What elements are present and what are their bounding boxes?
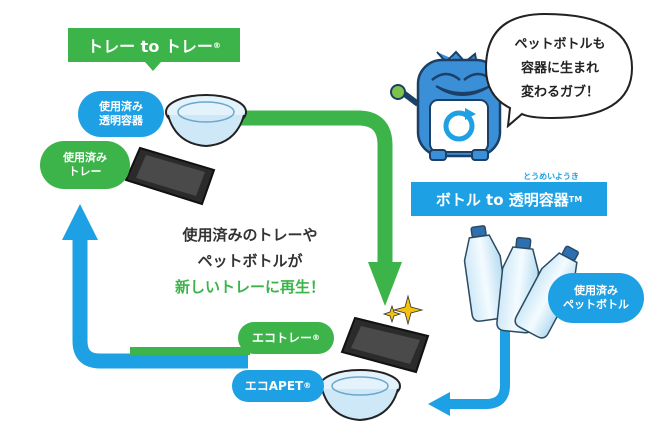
eco-tray-reg-mark: ® — [312, 333, 320, 342]
used-clear-container-label: 使用済み 透明容器 — [78, 91, 164, 137]
used-pet-bottle-label: 使用済み ペットボトル — [548, 273, 644, 323]
tray-to-tray-title: トレー to トレー® — [68, 28, 240, 62]
center-line-2: ペットボトルが — [197, 252, 303, 270]
used-tray-label: 使用済み トレー — [40, 141, 130, 189]
eco-apet-label: エコAPET® — [232, 370, 324, 402]
speech-line-3: 変わるガブ！ — [521, 84, 599, 100]
pet-bottles-icon — [463, 225, 579, 339]
eco-apet-container-icon — [319, 369, 401, 422]
center-line-3: 新しいトレーに再生！ — [174, 278, 325, 296]
bottle-to-container-main: 透明容器 — [508, 190, 569, 209]
speech-line-2: 容器に生まれ — [520, 60, 599, 76]
bottle-to-container-prefix: ボトル to — [435, 190, 509, 209]
bottle-return-arrowhead — [428, 392, 450, 416]
trademark-mark: TM — [568, 194, 583, 204]
bottle-to-container-ruby: とうめいようき — [523, 172, 579, 181]
blue-arrowhead — [62, 204, 98, 240]
eco-tray-icon — [340, 316, 430, 374]
bottle-return-arrow — [446, 325, 510, 409]
speech-line-1: ペットボトルも — [514, 36, 605, 52]
center-line-1: 使用済みのトレーや — [182, 226, 318, 244]
green-loop-arrow — [230, 110, 393, 268]
blue-loop-arrow — [72, 236, 248, 369]
sparkle-icon — [382, 294, 424, 326]
eco-tray-label: エコトレー® — [238, 322, 334, 354]
eco-apet-reg-mark: ® — [303, 381, 312, 390]
registered-mark: ® — [212, 40, 221, 50]
eco-apet-label-text: エコAPET — [244, 378, 304, 393]
tray-title-pointer — [145, 62, 161, 71]
tray-to-tray-title-text: トレー to トレー — [87, 37, 213, 56]
mascot-character-icon — [390, 50, 520, 161]
used-clear-container-icon — [165, 94, 247, 148]
speech-bubble: ペットボトルも 容器に生まれ 変わるガブ！ — [484, 12, 634, 129]
eco-tray-label-text: エコトレー — [251, 330, 312, 345]
used-tray-icon — [124, 146, 216, 206]
green-arrowhead — [368, 262, 402, 306]
center-message: 使用済みのトレーや ペットボトルが 新しいトレーに再生！ — [155, 222, 345, 300]
